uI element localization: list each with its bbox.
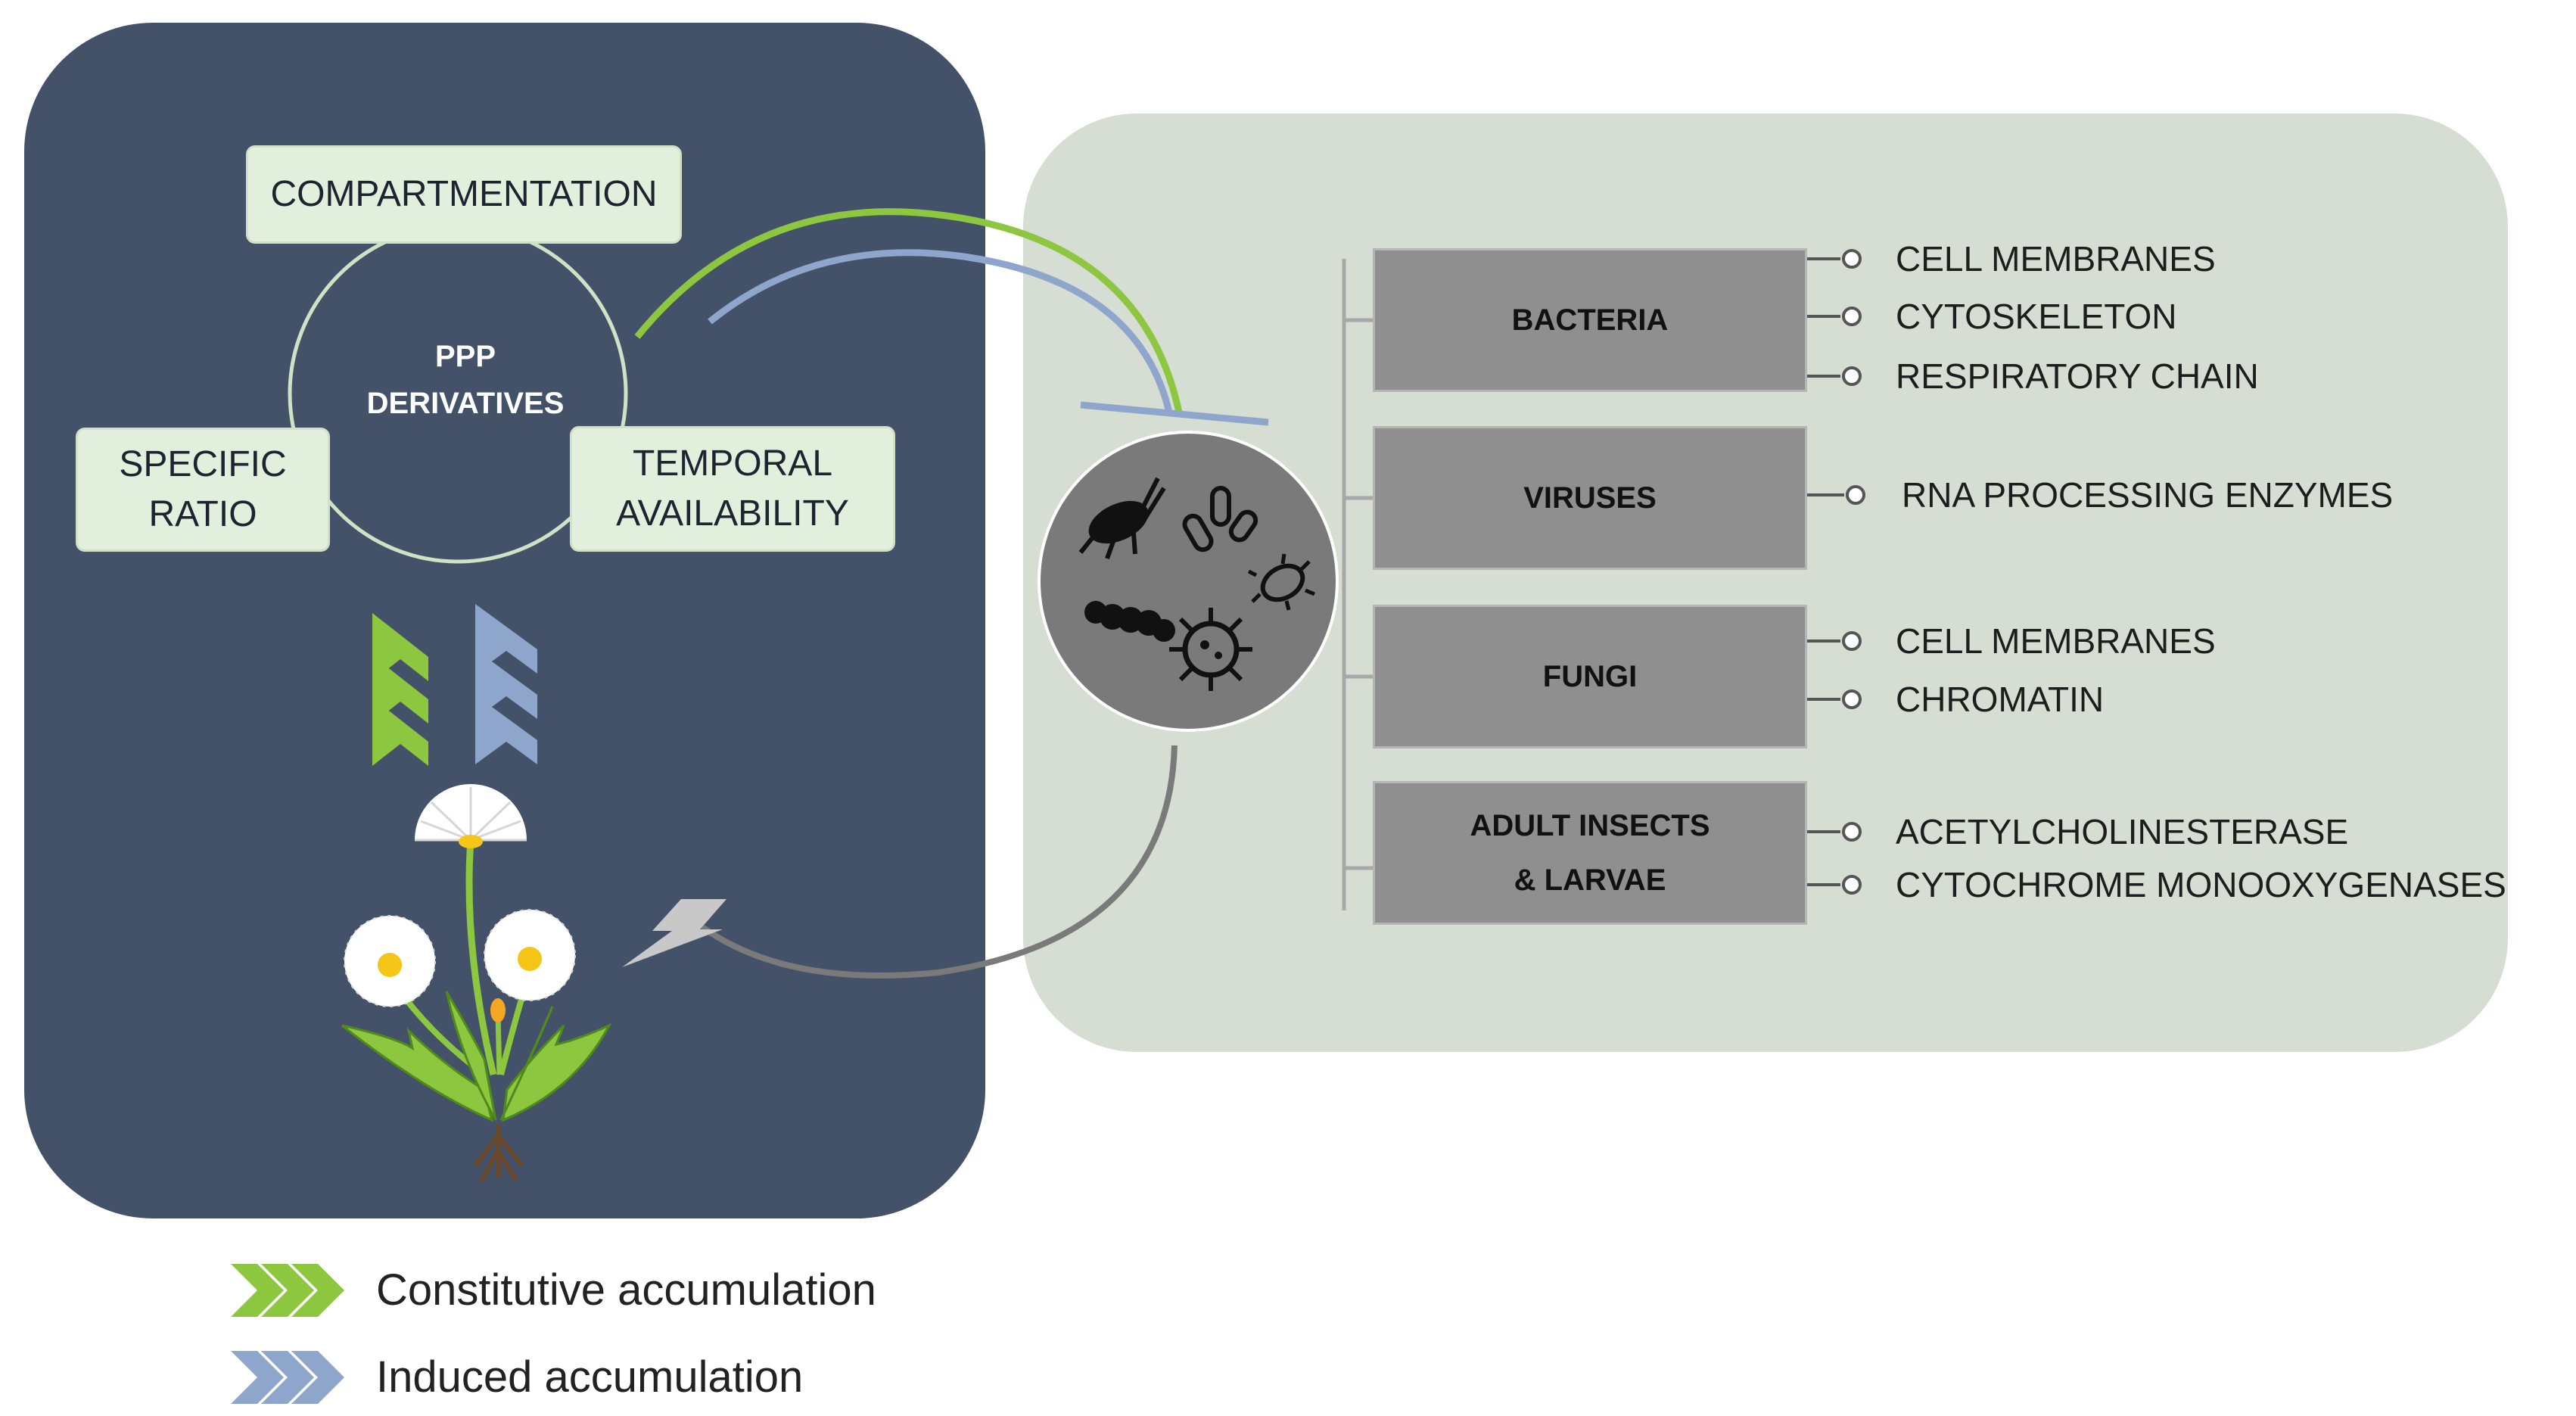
inhibition-bar — [1080, 401, 1269, 426]
target-item: CYTOSKELETON — [1896, 297, 2177, 336]
target-item: CELL MEMBRANES — [1896, 239, 2216, 279]
induced-accumulation-arrows — [475, 604, 537, 764]
factor-compartmentation: COMPARTMENTATION — [246, 145, 682, 244]
virus-icon — [1169, 608, 1252, 691]
category-bacteria: BACTERIA — [1373, 248, 1807, 392]
legend-induced-icon — [231, 1351, 344, 1404]
lightning-bolt-icon — [622, 899, 726, 967]
dandelion-plant-icon — [341, 784, 612, 1182]
target-item: ACETYLCHOLINESTERASE — [1896, 812, 2349, 851]
legend-induced-label: Induced accumulation — [376, 1352, 804, 1402]
factor-temporal-availability: TEMPORAL AVAILABILITY — [570, 426, 895, 552]
factor-specific-ratio: SPECIFIC RATIO — [76, 428, 330, 552]
constitutive-accumulation-arrows — [372, 613, 428, 766]
category-fungi: FUNGI — [1373, 605, 1807, 748]
target-item: RNA PROCESSING ENZYMES — [1902, 475, 2394, 515]
category-viruses: VIRUSES — [1373, 426, 1807, 570]
beetle-icon — [1078, 477, 1166, 560]
caterpillar-icon — [1084, 601, 1175, 642]
category-insects-larvae: ADULT INSECTS & LARVAE — [1373, 781, 1807, 925]
bacteria-cluster-icon — [1182, 486, 1258, 552]
target-item: CHROMATIN — [1896, 680, 2105, 719]
induced-inhibition-arc — [708, 249, 1173, 414]
spiky-bacterium-icon — [1247, 553, 1315, 611]
legend-constitutive-label: Constitutive accumulation — [376, 1265, 876, 1315]
constitutive-inhibition-arc — [634, 208, 1183, 413]
stress-feedback-arc — [700, 745, 1178, 979]
target-item: CYTOCHROME MONOOXYGENASES — [1896, 865, 2506, 904]
ppp-derivatives-label: PPP DERIVATIVES — [366, 340, 565, 420]
legend-constitutive-icon — [231, 1264, 344, 1317]
target-item: RESPIRATORY CHAIN — [1896, 356, 2259, 396]
pathogen-circle — [1038, 431, 1339, 732]
target-item: CELL MEMBRANES — [1896, 621, 2216, 661]
